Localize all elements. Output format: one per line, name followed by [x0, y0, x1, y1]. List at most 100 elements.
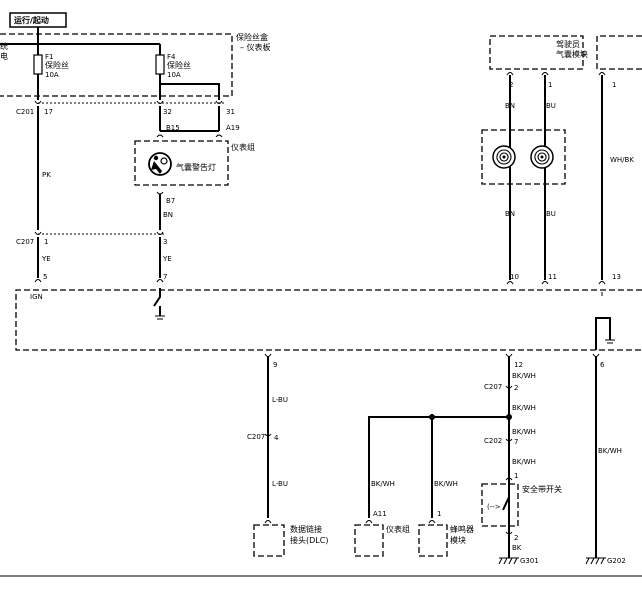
driver-airbag-module-box	[489, 35, 584, 70]
seatbelt-switch-label: 安全带开关	[522, 484, 562, 494]
ye-left-label: YE	[41, 255, 51, 263]
sdm-lower-pins	[264, 353, 600, 357]
bn-upper-label: BN	[505, 102, 515, 110]
sdm-internal-ground-icon	[155, 315, 165, 320]
cluster-bottom-label: 仪表组	[386, 524, 410, 534]
driver-airbag-module-label-2: 气囊模块	[556, 49, 588, 59]
module-pin1: 1	[548, 81, 552, 89]
svg-text:32: 32	[163, 108, 172, 116]
buzzer-box	[418, 524, 448, 557]
sdm-internal-ground-wire	[595, 317, 611, 350]
buzzer-pin1: 1	[437, 510, 441, 518]
sdm-pin12: 12	[514, 361, 523, 369]
seatbelt-pin2-marker	[505, 531, 513, 535]
fuse-f4-id: F4	[167, 53, 176, 61]
buzzer-label-2: 模块	[450, 535, 466, 545]
run-start-box: 运行/起动	[9, 12, 67, 28]
ye-middle-label: YE	[162, 255, 172, 263]
sdm-module-box	[15, 289, 642, 351]
splice-left	[429, 414, 435, 420]
fuse-box-outline	[0, 33, 233, 97]
clockspring-box	[481, 129, 566, 185]
c207-seatbelt-label: C207	[484, 383, 502, 391]
whbk-label: WH/BK	[610, 156, 634, 164]
sdm-internal-switch	[153, 288, 161, 316]
sdm-pin5: 5	[43, 273, 47, 281]
instrument-cluster-box	[134, 140, 229, 186]
fuse-box-label-2: – 仪表板	[240, 42, 271, 52]
c207-pin2: 2	[514, 384, 518, 392]
c202-pin-marker	[505, 438, 513, 442]
fuse-bus	[0, 33, 160, 45]
g202-label: G202	[607, 557, 626, 565]
fuse-f4: F4 保险丝 10A	[155, 44, 191, 100]
c207-pin1: 1	[44, 238, 48, 246]
fuse-f4-rating: 10A	[167, 71, 181, 79]
c202-pin7: 7	[514, 438, 518, 446]
cluster-a11-label: A11	[373, 510, 387, 518]
svg-text:31: 31	[226, 108, 235, 116]
buzzer-label-1: 蜂鸣器	[450, 524, 474, 534]
c207-upper-pins	[34, 231, 164, 235]
clockspring-coil-2-icon	[530, 145, 554, 169]
run-start-label: 运行/起动	[14, 15, 49, 25]
instrument-cluster-label: 仪表组	[231, 142, 255, 152]
left-cut-label-2: 电	[0, 51, 8, 61]
bkwh-g202-label: BK/WH	[598, 447, 622, 455]
bn-lower-label: BN	[505, 210, 515, 218]
dlc-pin	[264, 520, 272, 524]
c207-pin2-marker	[505, 385, 513, 389]
driver-airbag-module-label-1: 驾驶员	[556, 39, 580, 49]
fuse-f1: F1 保险丝 10A	[33, 44, 69, 100]
cluster-a11-pin	[365, 520, 373, 524]
sdm-upper-pins-right	[506, 281, 606, 285]
c207-lower-label: C207	[247, 433, 265, 441]
cluster-feed-wires	[159, 106, 220, 132]
fuse-f1-rating: 10A	[45, 71, 59, 79]
seatbelt-switch-contact	[502, 488, 510, 524]
a19-label: A19	[226, 124, 240, 132]
sdm-ground-icon	[605, 339, 615, 344]
pk-wire-label: PK	[42, 171, 51, 179]
seatbelt-pin2: 2	[514, 534, 518, 542]
b7-label: B7	[166, 197, 175, 205]
sdm-pin11: 11	[548, 273, 557, 281]
module-pins	[506, 72, 606, 76]
fuse-box-label-1: 保险丝盒	[236, 32, 268, 42]
fuse-f1-id: F1	[45, 53, 53, 61]
sdm-ign-label: IGN	[30, 293, 43, 301]
airbag-warning-lamp-icon	[148, 152, 172, 176]
sdm-pin10: 10	[510, 273, 519, 281]
bkwh-label-3: BK/WH	[512, 428, 536, 436]
right-module-pin1: 1	[612, 81, 616, 89]
sdm-pin7: 7	[163, 273, 167, 281]
l-bu-lower-label: L-BU	[272, 480, 288, 488]
c207-lower-pin-marker	[264, 433, 272, 437]
g301-label: G301	[520, 557, 539, 565]
c202-label: C202	[484, 437, 502, 445]
cluster-bottom-box	[354, 524, 384, 557]
airbag-wires	[509, 75, 603, 280]
dlc-box	[253, 524, 285, 557]
fuse-f1-type: 保险丝	[45, 60, 69, 70]
seatbelt-switch-box	[481, 483, 519, 527]
ground-g301-icon	[498, 557, 519, 565]
c207-pin4: 4	[274, 434, 279, 442]
bkwh-branch-wires	[368, 416, 509, 518]
bu-lower-label: BU	[546, 210, 556, 218]
b7-pin	[156, 191, 164, 195]
bkwh-label-5: BK/WH	[371, 480, 395, 488]
sdm-upper-pins-left	[34, 279, 164, 283]
seatbelt-pin1-marker	[505, 477, 513, 481]
l-bu-upper-label: L-BU	[272, 396, 288, 404]
bn-middle-label: BN	[163, 211, 173, 219]
sdm-pin9: 9	[273, 361, 277, 369]
bkwh-label-6: BK/WH	[434, 480, 458, 488]
bkwh-label-1: BK/WH	[512, 372, 536, 380]
c201-pins: 17 32 31	[34, 100, 235, 116]
buzzer-pin	[428, 520, 436, 524]
cluster-input-pins	[156, 134, 223, 138]
module-pin2: 2	[509, 81, 513, 89]
c207-pin3: 3	[163, 238, 167, 246]
